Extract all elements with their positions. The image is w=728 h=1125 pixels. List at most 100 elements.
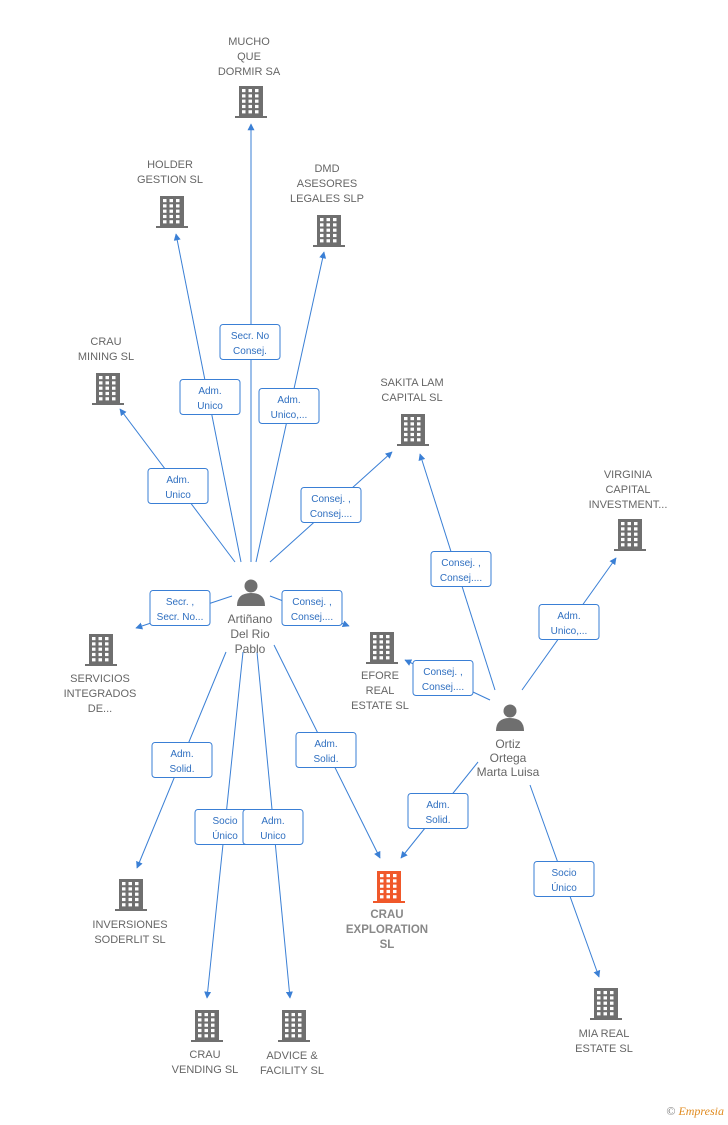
building-icon [373,871,405,903]
node-label-line: CRAU [370,909,403,921]
node-label-line: CAPITAL SL [381,392,442,404]
edge-label-text: Adm. [426,800,449,811]
edge-label-ortiz-virginia[interactable]: Adm. Unico,... [538,604,600,640]
edge-label-box [538,604,600,640]
edge-label-artinano-crau_expl[interactable]: Adm. Solid. [295,732,357,768]
edge-label-artinano-sakita[interactable]: Consej. ,Consej.... [300,487,362,523]
node-label-line: INVERSIONES [92,919,167,931]
edge-label-text: Único [551,881,577,894]
edge-label-text: Solid. [313,754,338,765]
company-node-crau_expl[interactable]: CRAU EXPLORATION SL [346,871,428,951]
person-icon [237,579,265,606]
node-label-line: SL [380,939,395,951]
edge-label-box [300,487,362,523]
building-icon [92,373,124,405]
company-node-sakita[interactable]: SAKITA LAM CAPITAL SL [380,377,444,446]
edge-label-text: Consej. [233,346,267,357]
company-node-mia[interactable]: MIA REAL ESTATE SL [575,988,633,1055]
edge-label-artinano-holder[interactable]: Adm.Unico [179,379,241,415]
node-label-line: Ortiz [495,737,520,751]
node-label-line: Ortega [490,751,527,765]
building-icon [156,196,188,228]
node-label-line: SAKITA LAM [380,377,443,389]
person-icon [496,704,524,731]
edge-label-ortiz-sakita[interactable]: Consej. ,Consej.... [430,551,492,587]
node-label-line: DE... [88,703,112,715]
company-node-servicios[interactable]: SERVICIOSINTEGRADOSDE... [64,634,137,715]
edge-label-text: Solid. [169,764,194,775]
building-icon [191,1010,223,1042]
node-label-line: QUE [237,51,261,63]
node-label-line: MIA REAL [579,1028,630,1040]
edge-label-text: Consej. , [311,494,350,505]
edge-label-text: Consej.... [422,682,464,693]
edge-label-artinano-dmd[interactable]: Adm.Unico,... [258,388,320,424]
edge-label-text: Unico,... [551,626,588,637]
edge-label-text: Adm. [314,739,337,750]
edge-label-artinano-efore[interactable]: Consej. , Consej.... [281,590,343,626]
node-label-line: ADVICE & [266,1050,318,1062]
node-label-line: ESTATE SL [575,1043,633,1055]
company-node-advice[interactable]: ADVICE &FACILITY SL [260,1010,324,1077]
edge-label-text: Unico [260,831,286,842]
edge-label-text: Consej.... [440,573,482,584]
edge-label-text: Solid. [425,815,450,826]
edge-label-ortiz-crau_expl[interactable]: Adm. Solid. [407,793,469,829]
edge-label-text: Socio [212,816,237,827]
node-label-line: VIRGINIA [604,469,653,481]
node-label-line: INVESTMENT... [589,499,668,511]
building-icon [115,879,147,911]
node-label-line: DMD [314,163,339,175]
building-icon [278,1010,310,1042]
edge-label-box [412,660,474,696]
building-icon [235,86,267,118]
building-icon [313,215,345,247]
edge-label-artinano-advice[interactable]: Adm.Unico [242,809,304,845]
edge-label-text: Adm. [557,611,580,622]
edge-label-text: Consej.... [291,612,333,623]
edge-label-box [242,809,304,845]
edge-label-box [430,551,492,587]
company-node-virginia[interactable]: VIRGINIACAPITALINVESTMENT... [589,469,668,551]
node-label-line: Marta Luisa [477,765,540,779]
node-label-line: Artiñano [228,612,273,626]
building-icon [397,414,429,446]
edge-label-box [407,793,469,829]
node-label-line: Pablo [235,642,266,656]
node-label-line: CRAU [189,1049,220,1061]
node-label-line: INTEGRADOS [64,688,137,700]
edge-label-artinano-inversiones[interactable]: Adm. Solid. [151,742,213,778]
edge-label-artinano-crau_mining[interactable]: Adm.Unico [147,468,209,504]
node-label-line: EXPLORATION [346,924,428,936]
node-label-line: ASESORES [297,178,358,190]
edge-label-text: Adm. [170,749,193,760]
edge-label-box [258,388,320,424]
edge-label-text: Consej. , [292,597,331,608]
edge-label-text: Unico [197,401,223,412]
edge-label-box [147,468,209,504]
edge-label-box [149,590,211,626]
edge-label-text: Unico,... [271,410,308,421]
brand-name[interactable]: Empresia [678,1104,724,1118]
node-label-line: Del Rio [230,627,270,641]
edge-label-box [281,590,343,626]
edge-label-text: Adm. [166,475,189,486]
edge-label-artinano-servicios[interactable]: Secr. ,Secr. No... [149,590,211,626]
footer-brand: © Empresia [666,1104,724,1119]
edge-label-ortiz-efore[interactable]: Consej. ,Consej.... [412,660,474,696]
edge-label-box [219,324,281,360]
